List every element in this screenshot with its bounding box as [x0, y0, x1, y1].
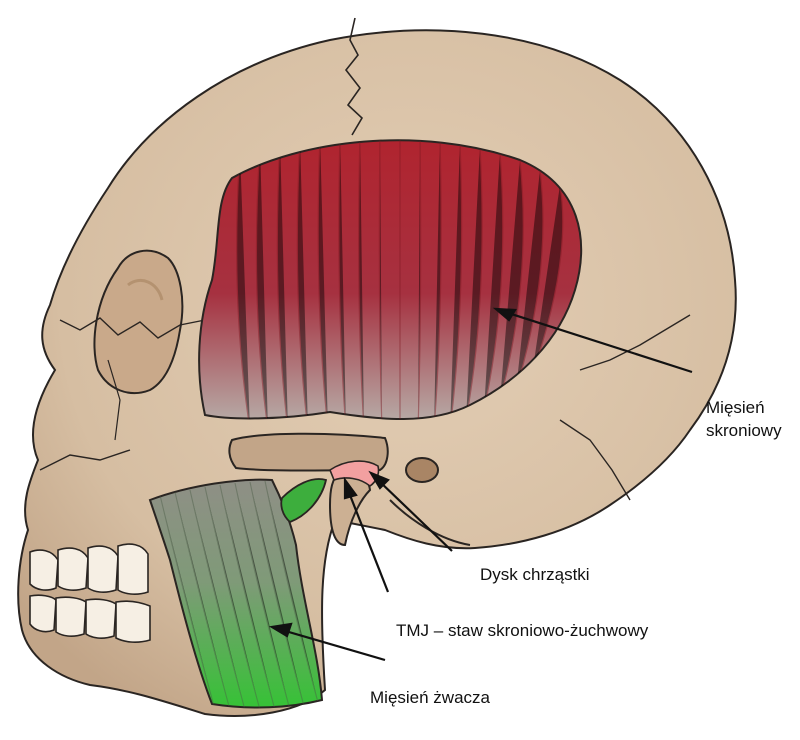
label-temporalis-line1: Mięsień: [706, 396, 782, 419]
label-tmj: TMJ – staw skroniowo-żuchwowy: [396, 619, 648, 642]
label-temporalis-line2: skroniowy: [706, 419, 782, 442]
label-masseter-muscle: Mięsień żwacza: [370, 686, 490, 709]
label-cartilage-disc: Dysk chrząstki: [480, 563, 590, 586]
label-temporalis-muscle: Mięsień skroniowy: [706, 396, 782, 442]
ear-canal: [406, 458, 438, 482]
